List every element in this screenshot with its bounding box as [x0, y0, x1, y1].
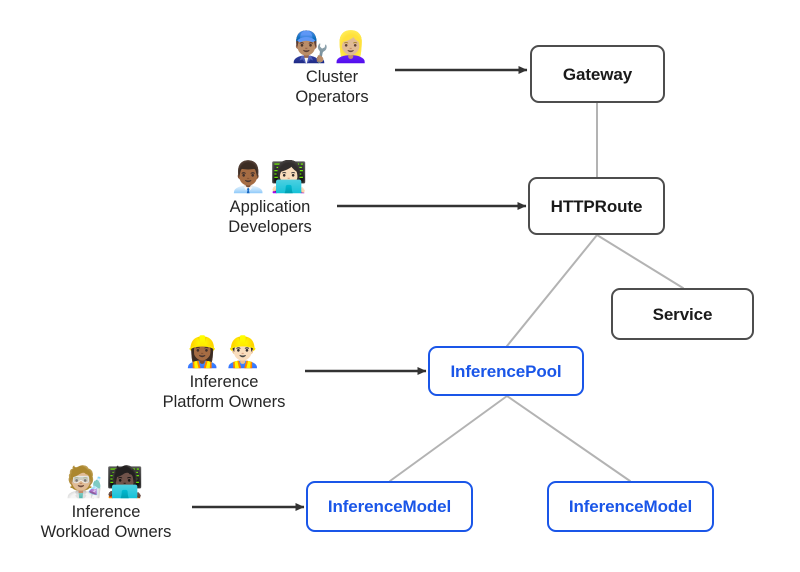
node-label-service: Service: [652, 304, 713, 324]
node-label-gateway: Gateway: [562, 64, 633, 84]
actor-label-inference-platform-owners: Inference Platform Owners: [162, 372, 286, 411]
actor-label-inference-workload-owners: Inference Workload Owners: [40, 502, 172, 541]
actor-cluster-operators: 👨🏽‍🔧👱🏼‍♀️Cluster Operators: [232, 32, 432, 107]
edge-inferencepool-to-inferencemodel-right: [506, 395, 631, 482]
scientist-and-technologist-icon: 🧑🏼‍🔬🧑🏿‍💻: [65, 466, 147, 499]
actor-label-cluster-operators: Cluster Operators: [295, 67, 369, 106]
node-inferencemodel-left[interactable]: InferenceModel: [306, 481, 473, 532]
node-service[interactable]: Service: [611, 288, 754, 340]
office-worker-and-technologist-icon: 👨🏾‍💼👩🏻‍💻: [229, 161, 311, 194]
actor-application-developers: 👨🏾‍💼👩🏻‍💻Application Developers: [170, 162, 370, 237]
actor-inference-platform-owners: 👷🏾‍♀️👷🏻‍♂️Inference Platform Owners: [124, 337, 324, 412]
node-label-inferencemodel-left: InferenceModel: [327, 497, 452, 516]
arrow-group: [192, 66, 528, 511]
node-httproute[interactable]: HTTPRoute: [528, 177, 665, 235]
construction-worker-pair-icon: 👷🏾‍♀️👷🏻‍♂️: [183, 336, 265, 369]
mechanic-pair-icon: 👨🏽‍🔧👱🏼‍♀️: [291, 31, 373, 64]
node-label-inferencemodel-right: InferenceModel: [568, 497, 693, 516]
node-inferencemodel-right[interactable]: InferenceModel: [547, 481, 714, 532]
actor-inference-workload-owners: 🧑🏼‍🔬🧑🏿‍💻Inference Workload Owners: [6, 467, 206, 542]
node-gateway[interactable]: Gateway: [530, 45, 665, 103]
node-inferencepool[interactable]: InferencePool: [428, 346, 584, 396]
edge-inferencepool-to-inferencemodel-left: [389, 395, 508, 482]
edge-httproute-to-inferencepool: [506, 234, 598, 347]
actor-label-application-developers: Application Developers: [228, 197, 312, 236]
edge-httproute-to-service: [596, 234, 684, 289]
node-label-inferencepool: InferencePool: [450, 361, 562, 381]
node-label-httproute: HTTPRoute: [550, 196, 643, 216]
